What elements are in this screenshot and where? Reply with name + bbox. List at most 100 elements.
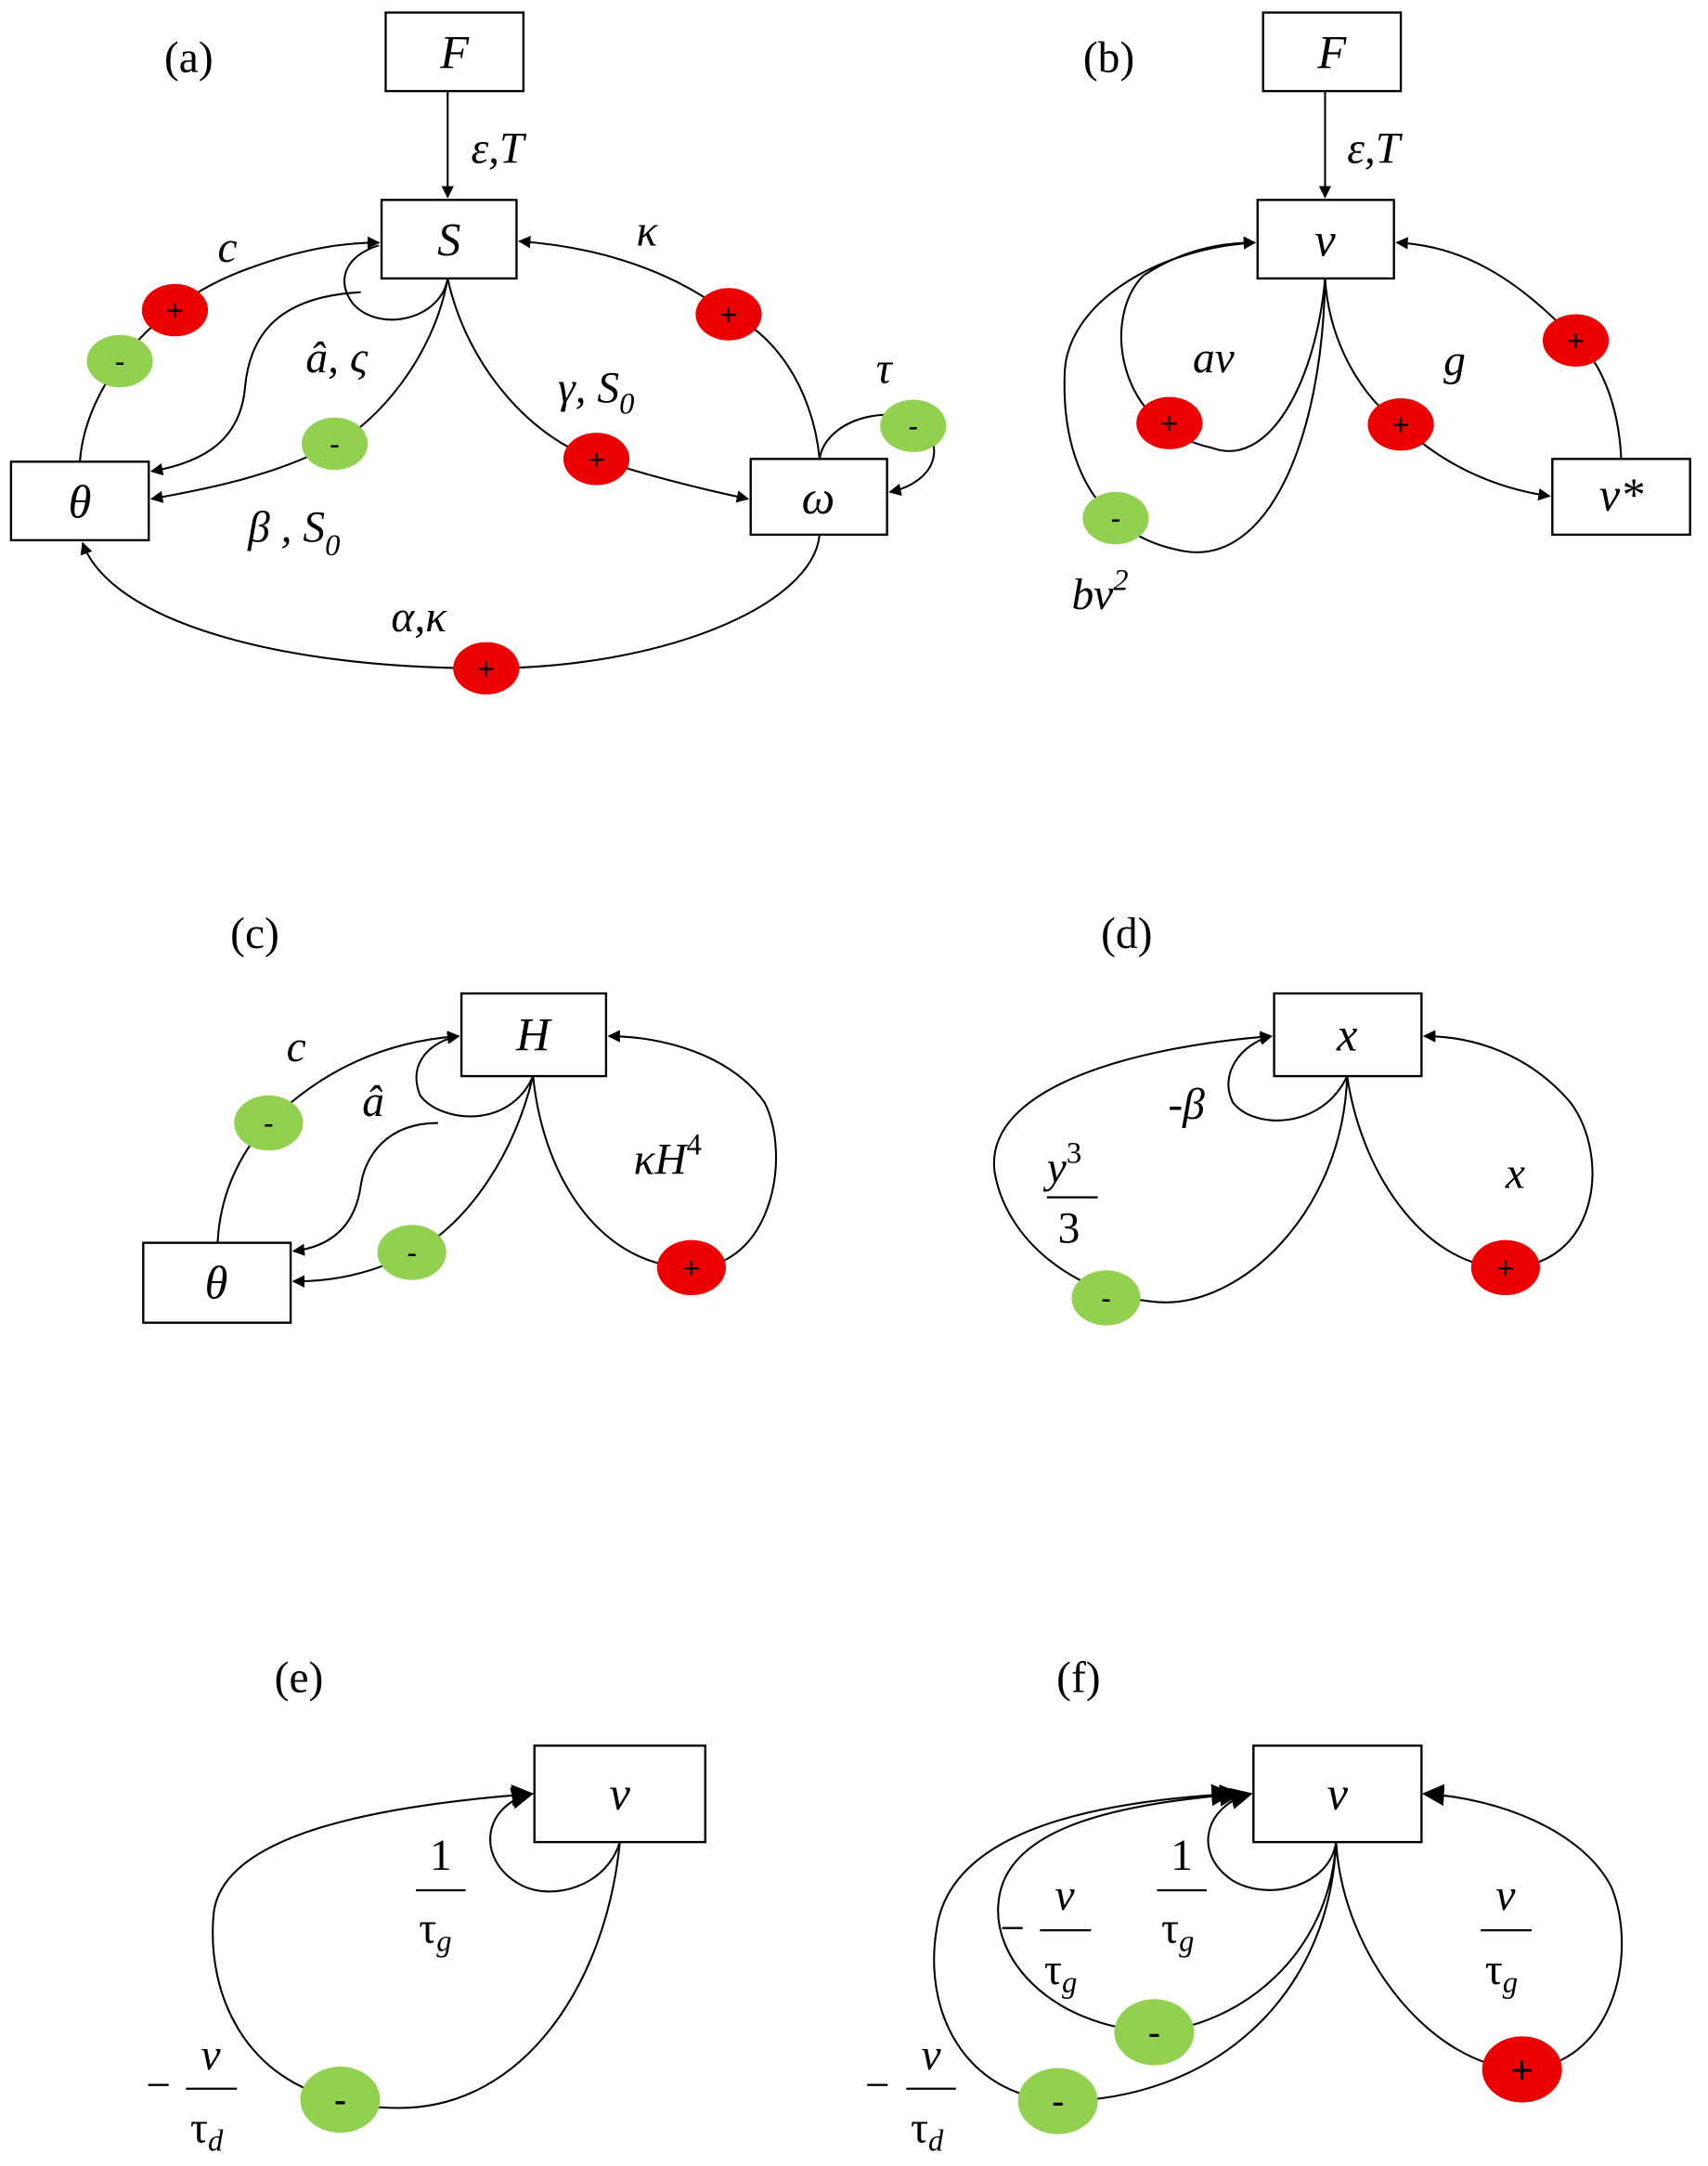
panel-label: (a) — [164, 33, 214, 82]
panel-b: (b) F v v* ε,T av g bv2 + - + + — [1063, 11, 1691, 619]
svg-text:v: v — [1314, 214, 1336, 266]
node-x: x — [1273, 992, 1423, 1078]
svg-text:S: S — [437, 214, 460, 266]
positive-sign-marker: + — [1367, 398, 1434, 451]
positive-sign-marker: + — [656, 1239, 726, 1296]
svg-text:v: v — [1495, 1872, 1516, 1920]
edge-label-minus-v-over-tau-d: − v τd — [865, 2031, 956, 2159]
node-v: v — [1252, 1744, 1423, 1844]
node-v-star: v* — [1551, 458, 1691, 537]
svg-text:−: − — [865, 2062, 890, 2110]
edge-label-x: x — [1505, 1149, 1525, 1198]
edge-v-self-v-tau-g-negative — [997, 1784, 1338, 2033]
svg-text:+: + — [1160, 406, 1178, 440]
svg-text:-: - — [264, 1106, 274, 1140]
edge-label-kappa: κ — [637, 207, 659, 255]
svg-text:τg: τg — [419, 1904, 451, 1958]
node-omega: ω — [749, 458, 888, 537]
negative-sign-marker: - — [377, 1225, 446, 1280]
edge-v-self-tau-g — [489, 1787, 621, 1893]
edge-label-one-over-tau-g: 1 τg — [416, 1832, 466, 1958]
svg-text:-: - — [115, 344, 125, 378]
svg-text:τd: τd — [190, 2105, 224, 2159]
node-f: F — [384, 11, 525, 93]
svg-text:−: − — [1000, 1904, 1025, 1952]
panel-f: (f) v 1 τg − v τg − v τd v τg - - — [865, 1654, 1624, 2159]
edge-label-gamma: γ, S0 — [558, 364, 635, 421]
svg-text:v: v — [922, 2031, 942, 2080]
edge-label-bv2: bv2 — [1071, 564, 1128, 619]
svg-text:−: − — [146, 2062, 171, 2110]
svg-text:y3: y3 — [1043, 1137, 1081, 1193]
edge-label-eps-t: ε,T — [471, 124, 527, 173]
edge-h-to-theta-a — [291, 1122, 438, 1256]
svg-text:-: - — [1101, 1280, 1111, 1315]
svg-text:τg: τg — [1161, 1904, 1194, 1958]
edge-label-c: c — [217, 224, 237, 272]
node-v: v — [1256, 199, 1395, 280]
edge-x-self-beta — [1227, 1032, 1349, 1122]
edge-x-self-cubic — [992, 1031, 1349, 1303]
node-f: F — [1262, 11, 1403, 93]
positive-sign-marker: + — [453, 642, 520, 695]
svg-text:v: v — [610, 1768, 631, 1820]
edge-label-one-over-tau-g: 1 τg — [1157, 1832, 1207, 1958]
svg-text:3: 3 — [1058, 1205, 1080, 1253]
node-h: H — [459, 992, 608, 1078]
svg-text:-: - — [407, 1236, 417, 1270]
edges — [79, 91, 936, 669]
negative-sign-marker: - — [86, 334, 153, 388]
edge-v-self-v-tau-g-positive — [1335, 1783, 1624, 2070]
svg-text:1: 1 — [430, 1832, 452, 1880]
edge-label-eps-t: ε,T — [1347, 124, 1404, 173]
svg-text:-: - — [908, 409, 918, 443]
edge-label-a-hat: â — [362, 1078, 384, 1126]
negative-sign-marker: - — [300, 2066, 381, 2134]
positive-sign-marker: + — [1482, 2036, 1562, 2103]
svg-text:F: F — [1316, 27, 1347, 79]
edge-s-to-theta-a — [149, 291, 361, 476]
negative-sign-marker: - — [1017, 2068, 1098, 2134]
svg-text:-: - — [1110, 501, 1120, 536]
edge-omega-to-theta — [80, 534, 821, 669]
edge-label-minus-beta: -β — [1168, 1081, 1205, 1129]
edge-label-c: c — [287, 1023, 306, 1071]
svg-text:+: + — [477, 651, 495, 685]
negative-sign-marker: - — [1082, 491, 1149, 545]
node-theta: θ — [9, 460, 150, 542]
svg-text:+: + — [1567, 323, 1585, 357]
edge-label-a-hat: â, ς — [305, 334, 368, 383]
panel-c: (c) H θ c â κH4 - - + — [142, 910, 777, 1324]
svg-text:v: v — [1327, 1768, 1349, 1820]
svg-text:θ: θ — [205, 1257, 228, 1309]
svg-text:τg: τg — [1044, 1946, 1077, 2000]
positive-sign-marker: + — [141, 283, 209, 337]
edge-theta-to-s — [79, 236, 381, 462]
edge-v-self-tau-d — [212, 1783, 621, 2109]
edge-x-self-linear — [1346, 1030, 1594, 1269]
positive-sign-marker: + — [563, 433, 630, 486]
svg-text:θ: θ — [69, 475, 92, 527]
edge-label-y-cubed-over-3: y3 3 — [1043, 1137, 1098, 1253]
edge-h-self-loop — [415, 1031, 535, 1118]
edge-v-to-vstar — [1324, 278, 1551, 501]
panel-label: (f) — [1056, 1654, 1100, 1702]
svg-text:+: + — [1392, 408, 1410, 442]
edge-v-self-tau-g — [1207, 1787, 1338, 1891]
edge-omega-to-s — [518, 236, 821, 460]
negative-sign-marker: - — [1071, 1270, 1141, 1326]
panel-a: (a) F S θ ω ε,T c â, ς β , S0 γ, S0 κ τ … — [9, 11, 947, 695]
svg-text:v*: v* — [1599, 469, 1644, 521]
node-s: S — [380, 199, 518, 280]
svg-text:τg: τg — [1485, 1946, 1518, 2000]
panel-label: (c) — [230, 910, 279, 958]
svg-text:+: + — [588, 442, 605, 476]
edge-v-self-v-tau-d — [933, 1783, 1338, 2103]
edge-label-minus-v-over-tau-d: − v τd — [146, 2031, 238, 2159]
edge-label-av: av — [1193, 334, 1236, 383]
negative-sign-marker: - — [1114, 1999, 1195, 2066]
svg-text:v: v — [201, 2031, 221, 2080]
edge-label-v-over-tau-g: v τg — [1481, 1872, 1533, 2000]
svg-text:+: + — [682, 1251, 700, 1285]
